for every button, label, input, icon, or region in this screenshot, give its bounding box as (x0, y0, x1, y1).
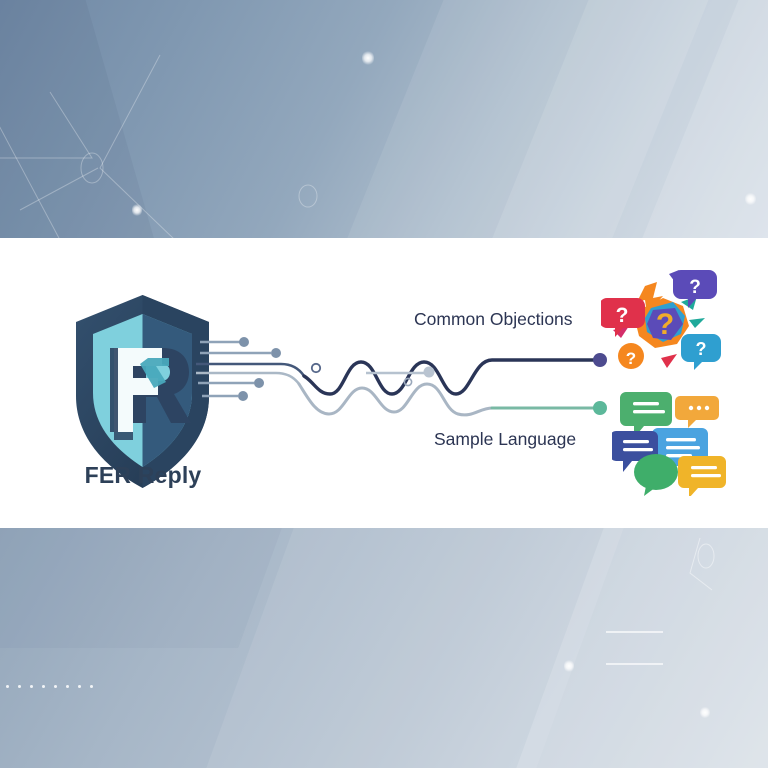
circuit-node (423, 366, 435, 378)
question-marks-cluster-icon: ? ? ? ? ? (601, 268, 721, 380)
sample-language-endpoint (593, 401, 607, 415)
speech-bubbles-cluster-icon (612, 386, 727, 496)
background-bottom (0, 528, 768, 768)
common-objections-label: Common Objections (414, 309, 573, 329)
common-objections-wave (302, 358, 602, 396)
svg-text:?: ? (656, 308, 674, 341)
svg-text:?: ? (696, 339, 707, 359)
circuit-traces-icon (196, 337, 306, 401)
svg-text:?: ? (616, 304, 629, 327)
brand-name: FER Reply (84, 462, 202, 488)
svg-text:?: ? (626, 349, 636, 368)
ring-marker-icon (403, 377, 413, 387)
background-accent-line (606, 663, 663, 665)
background-glow-dot (700, 706, 710, 719)
background-accent-line (606, 631, 663, 633)
background-top (0, 0, 768, 240)
ring-marker-icon (310, 362, 322, 374)
flow-diagram (196, 337, 607, 417)
background-dot-row (6, 685, 93, 688)
background-glow-dot (132, 203, 142, 217)
common-objections-endpoint (593, 353, 607, 367)
sample-language-label: Sample Language (434, 429, 577, 449)
sample-language-wave (297, 382, 602, 417)
background-line-art (689, 537, 715, 591)
background-glow-dot (745, 192, 756, 206)
shield-fr-monogram-icon (70, 292, 215, 497)
background-line-art (0, 54, 318, 240)
svg-text:?: ? (689, 277, 701, 298)
background-glow-dot (564, 659, 574, 673)
background-glow-dot (362, 50, 374, 66)
